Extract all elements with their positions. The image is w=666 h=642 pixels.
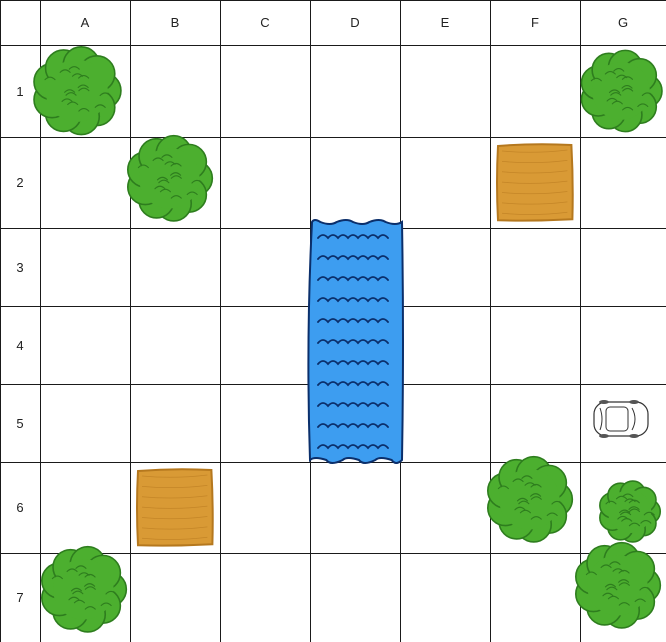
- grid-line-vertical: [220, 0, 221, 642]
- bush-icon: [575, 45, 666, 137]
- car-icon: [592, 398, 650, 440]
- bush-icon: [121, 130, 218, 227]
- column-header-f: F: [490, 0, 580, 45]
- crate-icon: [496, 143, 573, 221]
- column-header-g: G: [580, 0, 666, 45]
- crate-icon: [136, 468, 213, 546]
- bush-icon: [27, 41, 126, 140]
- column-header-b: B: [130, 0, 220, 45]
- row-header-5: 5: [0, 384, 40, 462]
- row-header-3: 3: [0, 228, 40, 306]
- water-icon: [306, 216, 404, 466]
- bush-icon: [595, 477, 664, 546]
- row-header-4: 4: [0, 306, 40, 384]
- column-header-c: C: [220, 0, 310, 45]
- row-header-6: 6: [0, 462, 40, 553]
- column-header-a: A: [40, 0, 130, 45]
- bush-icon: [35, 541, 132, 638]
- column-header-d: D: [310, 0, 400, 45]
- bush-icon: [481, 451, 578, 548]
- column-header-e: E: [400, 0, 490, 45]
- bush-icon: [569, 537, 666, 634]
- row-header-2: 2: [0, 137, 40, 228]
